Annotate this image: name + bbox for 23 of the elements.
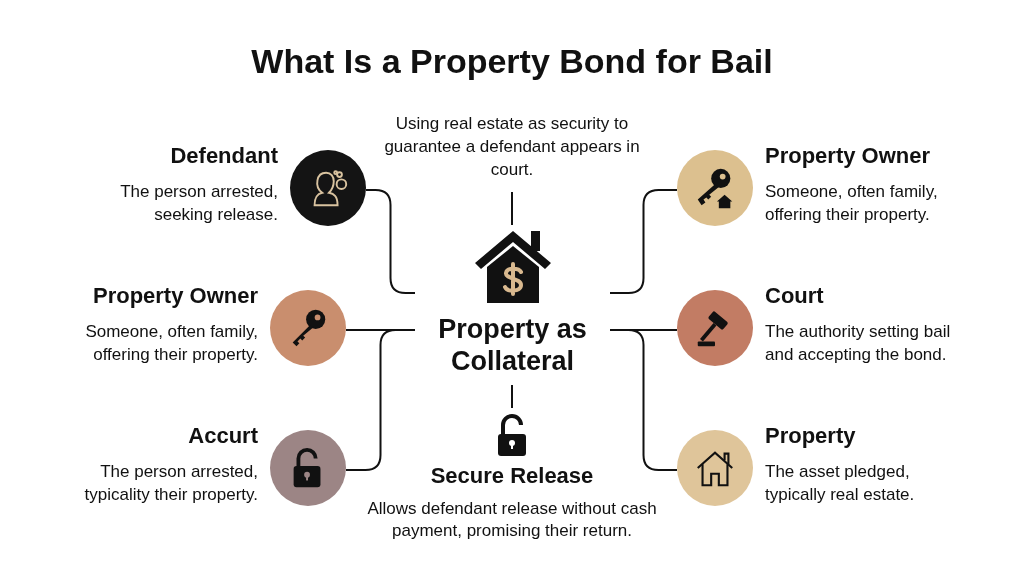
item-heading: Accurt — [188, 422, 258, 450]
item-heading: Property Owner — [92, 282, 258, 310]
item-description: Allows defendant release without cash payment, promising their return. — [366, 498, 658, 542]
item-heading: Secure Release — [430, 462, 594, 490]
item-description: The authority setting bail and accepting the bond. — [765, 321, 952, 366]
item-description: The person arrested, typicality their property. — [83, 461, 258, 506]
connector-line — [365, 189, 416, 294]
title: What Is a Property Bond for Bail — [250, 41, 774, 82]
intro-text: Using real estate as security to guarantee a defendant appears in court. — [383, 113, 641, 181]
item-description: The asset pledged, typically real estate. — [765, 461, 916, 506]
item-heading: Defendant — [170, 142, 278, 170]
item-heading: Property — [765, 422, 856, 450]
connector-line — [609, 189, 678, 294]
connector-line — [511, 191, 513, 226]
item-heading: Property Owner — [765, 142, 931, 170]
item-description: Someone, often family, offering their property. — [84, 321, 258, 366]
central-heading: Property as Collateral — [437, 313, 588, 377]
item-heading: Court — [765, 282, 824, 310]
connector-line — [345, 329, 416, 471]
connector-line — [609, 329, 678, 471]
item-description: The person arrested, seeking release. — [119, 181, 278, 226]
item-description: Someone, often family, offering their property. — [765, 181, 939, 226]
connector-line — [511, 384, 513, 409]
